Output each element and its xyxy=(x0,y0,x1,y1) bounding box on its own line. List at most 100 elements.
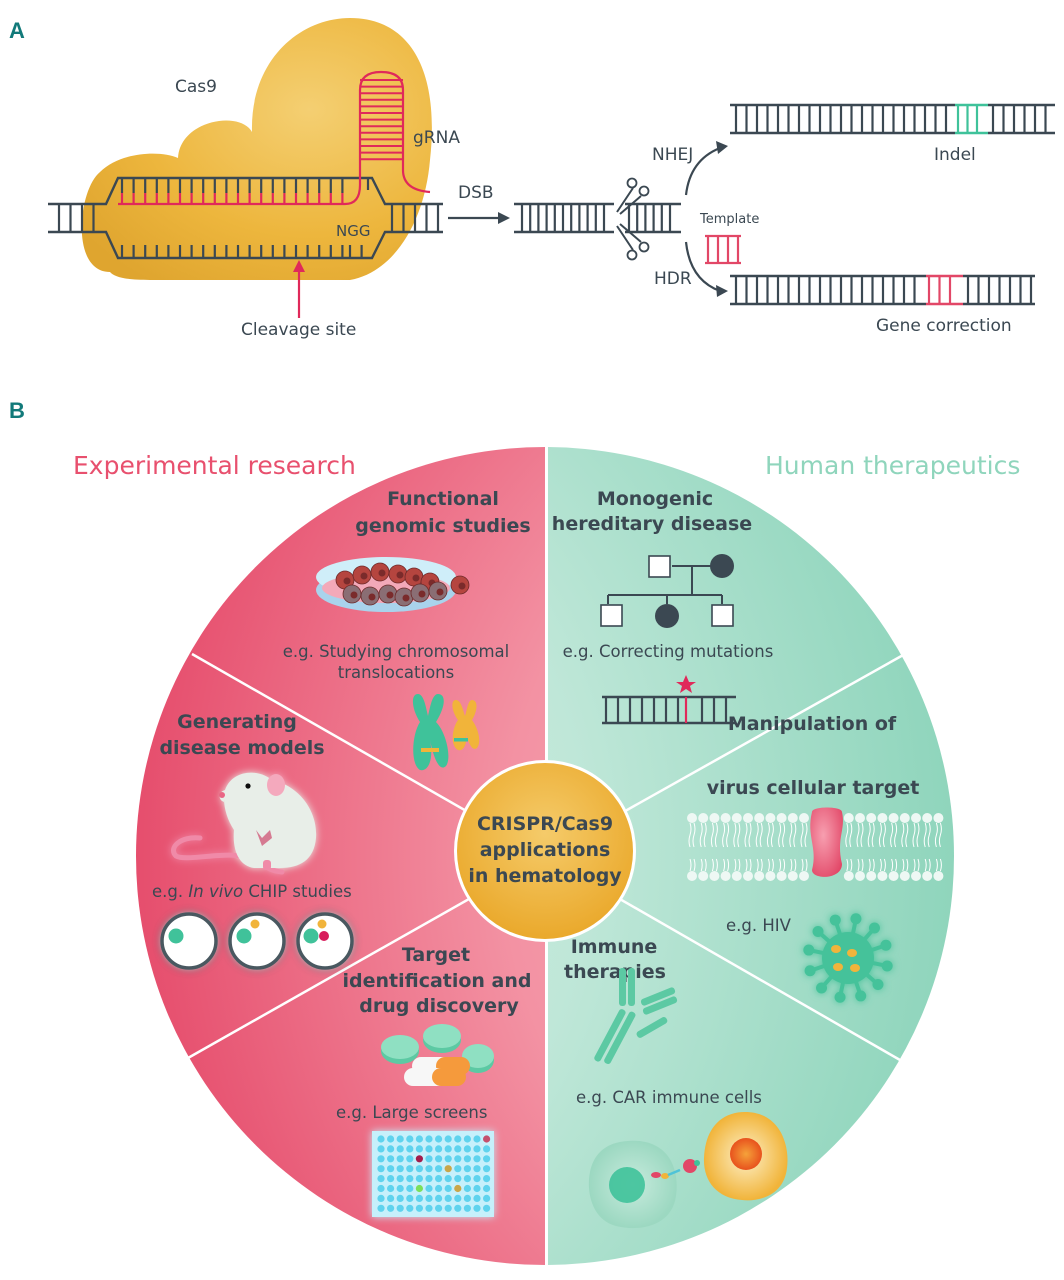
gene-correction-dna xyxy=(730,274,1035,306)
well xyxy=(463,1145,471,1153)
example-italic: In vivo xyxy=(188,882,243,901)
well xyxy=(435,1204,443,1212)
lipid-head xyxy=(754,871,765,881)
cell-nucleus xyxy=(436,588,444,596)
section-heading: Manipulation of xyxy=(728,713,897,735)
well xyxy=(444,1184,452,1193)
lipid-head xyxy=(899,871,910,881)
well-plate-icon xyxy=(372,1131,494,1217)
lipid-head xyxy=(776,871,787,881)
well xyxy=(415,1145,423,1153)
well xyxy=(454,1135,462,1143)
well xyxy=(406,1145,414,1153)
well xyxy=(377,1204,385,1212)
well xyxy=(463,1155,471,1163)
well xyxy=(473,1194,481,1202)
center-hub: CRISPR/Cas9 applications in hematology xyxy=(454,760,636,942)
lipid-head xyxy=(799,871,809,881)
well xyxy=(463,1184,471,1193)
section-heading: virus cellular target xyxy=(707,777,920,799)
lipid-tail xyxy=(901,822,909,872)
lipid-tail xyxy=(912,822,920,872)
lipid-tail xyxy=(867,822,875,872)
well xyxy=(377,1175,385,1183)
well xyxy=(396,1135,404,1143)
virus-rna xyxy=(831,945,841,953)
lipid-head xyxy=(731,813,742,823)
section-heading: Functional xyxy=(387,488,499,510)
well xyxy=(425,1175,433,1183)
lipid-tail xyxy=(778,822,786,872)
section-drug-discovery: Target identification and drug discovery… xyxy=(336,944,532,1217)
cleavage-arrow-icon xyxy=(293,260,305,318)
grna-hairpin xyxy=(118,70,431,206)
cell-nucleus xyxy=(412,574,420,582)
nhej-arrow-icon xyxy=(684,141,728,196)
well xyxy=(444,1175,452,1183)
cell-nucleus xyxy=(378,569,386,577)
well xyxy=(387,1145,395,1153)
center-line-2: applications xyxy=(480,839,611,861)
well xyxy=(415,1155,423,1163)
template-dna xyxy=(705,234,741,265)
virus-spike-tip xyxy=(812,926,824,938)
well xyxy=(435,1135,443,1143)
cell-nucleus xyxy=(396,571,404,579)
well xyxy=(454,1155,462,1163)
experimental-research-title: Experimental research xyxy=(73,451,356,480)
cell-nucleus xyxy=(360,572,368,580)
well xyxy=(444,1194,452,1202)
well xyxy=(415,1165,423,1173)
well xyxy=(387,1165,395,1173)
lipid-tail xyxy=(710,822,718,872)
lipid-head xyxy=(888,813,899,823)
lipid-tail xyxy=(890,822,898,872)
lipid-head xyxy=(922,871,933,881)
virus-spike-tip xyxy=(881,960,893,972)
section-heading: therapies xyxy=(564,961,666,983)
well xyxy=(406,1184,414,1193)
section-example: translocations xyxy=(338,663,454,682)
cell-clone-icon xyxy=(160,912,354,970)
cell-nucleus xyxy=(343,577,351,585)
well xyxy=(454,1204,462,1212)
well xyxy=(396,1204,404,1212)
center-line-3: in hematology xyxy=(468,865,622,887)
well xyxy=(377,1135,385,1143)
lipid-head xyxy=(698,871,709,881)
gene-correction-label: Gene correction xyxy=(876,316,1012,336)
lipid-tail xyxy=(934,822,942,872)
section-heading: Generating xyxy=(177,711,297,733)
lipid-head xyxy=(687,871,697,881)
lipid-head xyxy=(911,871,921,881)
section-heading: drug discovery xyxy=(359,995,519,1017)
well xyxy=(473,1145,481,1153)
cell-nucleus xyxy=(418,590,426,598)
well xyxy=(387,1184,395,1193)
lipid-head xyxy=(911,813,921,823)
well xyxy=(415,1135,423,1143)
well xyxy=(396,1155,404,1163)
chromosome-icon xyxy=(412,694,480,771)
center-line-1: CRISPR/Cas9 xyxy=(477,813,613,835)
well xyxy=(425,1165,433,1173)
well xyxy=(483,1175,491,1183)
lipid-tail xyxy=(856,822,864,872)
indel-label: Indel xyxy=(934,145,976,165)
lipid-head xyxy=(765,813,776,823)
cell-membrane-receptor-icon xyxy=(687,807,944,881)
lipid-head xyxy=(731,871,742,881)
virus-spike-tip xyxy=(868,922,880,934)
cleavage-site-label: Cleavage site xyxy=(241,320,356,340)
virus-spike-tip xyxy=(816,982,828,994)
lipid-head xyxy=(754,813,765,823)
panel-a-letter: A xyxy=(9,18,25,43)
lipid-tail xyxy=(878,822,886,872)
well xyxy=(415,1175,423,1183)
lipid-tail xyxy=(789,822,797,872)
section-heading: Immune xyxy=(571,936,658,958)
pills-icon xyxy=(381,1024,494,1086)
lipid-head xyxy=(799,813,809,823)
lipid-head xyxy=(843,871,854,881)
well xyxy=(454,1194,462,1202)
